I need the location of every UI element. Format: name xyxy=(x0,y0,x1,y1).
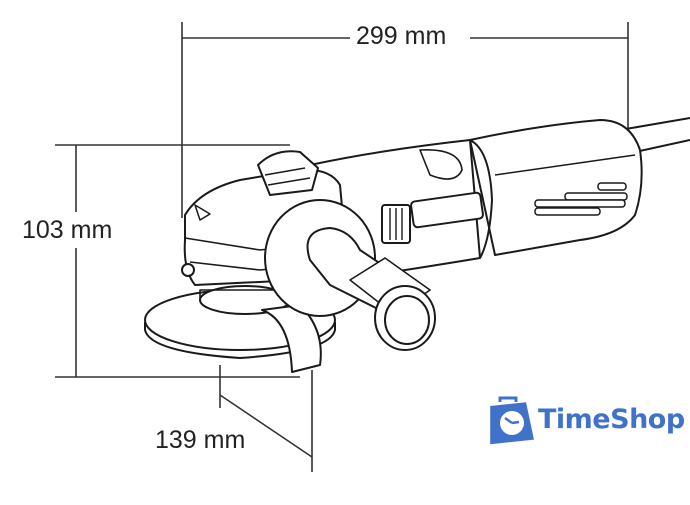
disc-dimension-label: 139 mm xyxy=(155,426,246,454)
clock-bag-icon xyxy=(490,396,534,445)
timeshop-logo: TimeShop xyxy=(486,392,686,452)
length-dimension-label: 299 mm xyxy=(356,22,447,50)
height-dimension-label: 103 mm xyxy=(22,216,113,244)
grinder-outline xyxy=(144,117,690,373)
watermark-text: TimeShop xyxy=(538,404,685,435)
dimension-lines xyxy=(55,22,629,472)
